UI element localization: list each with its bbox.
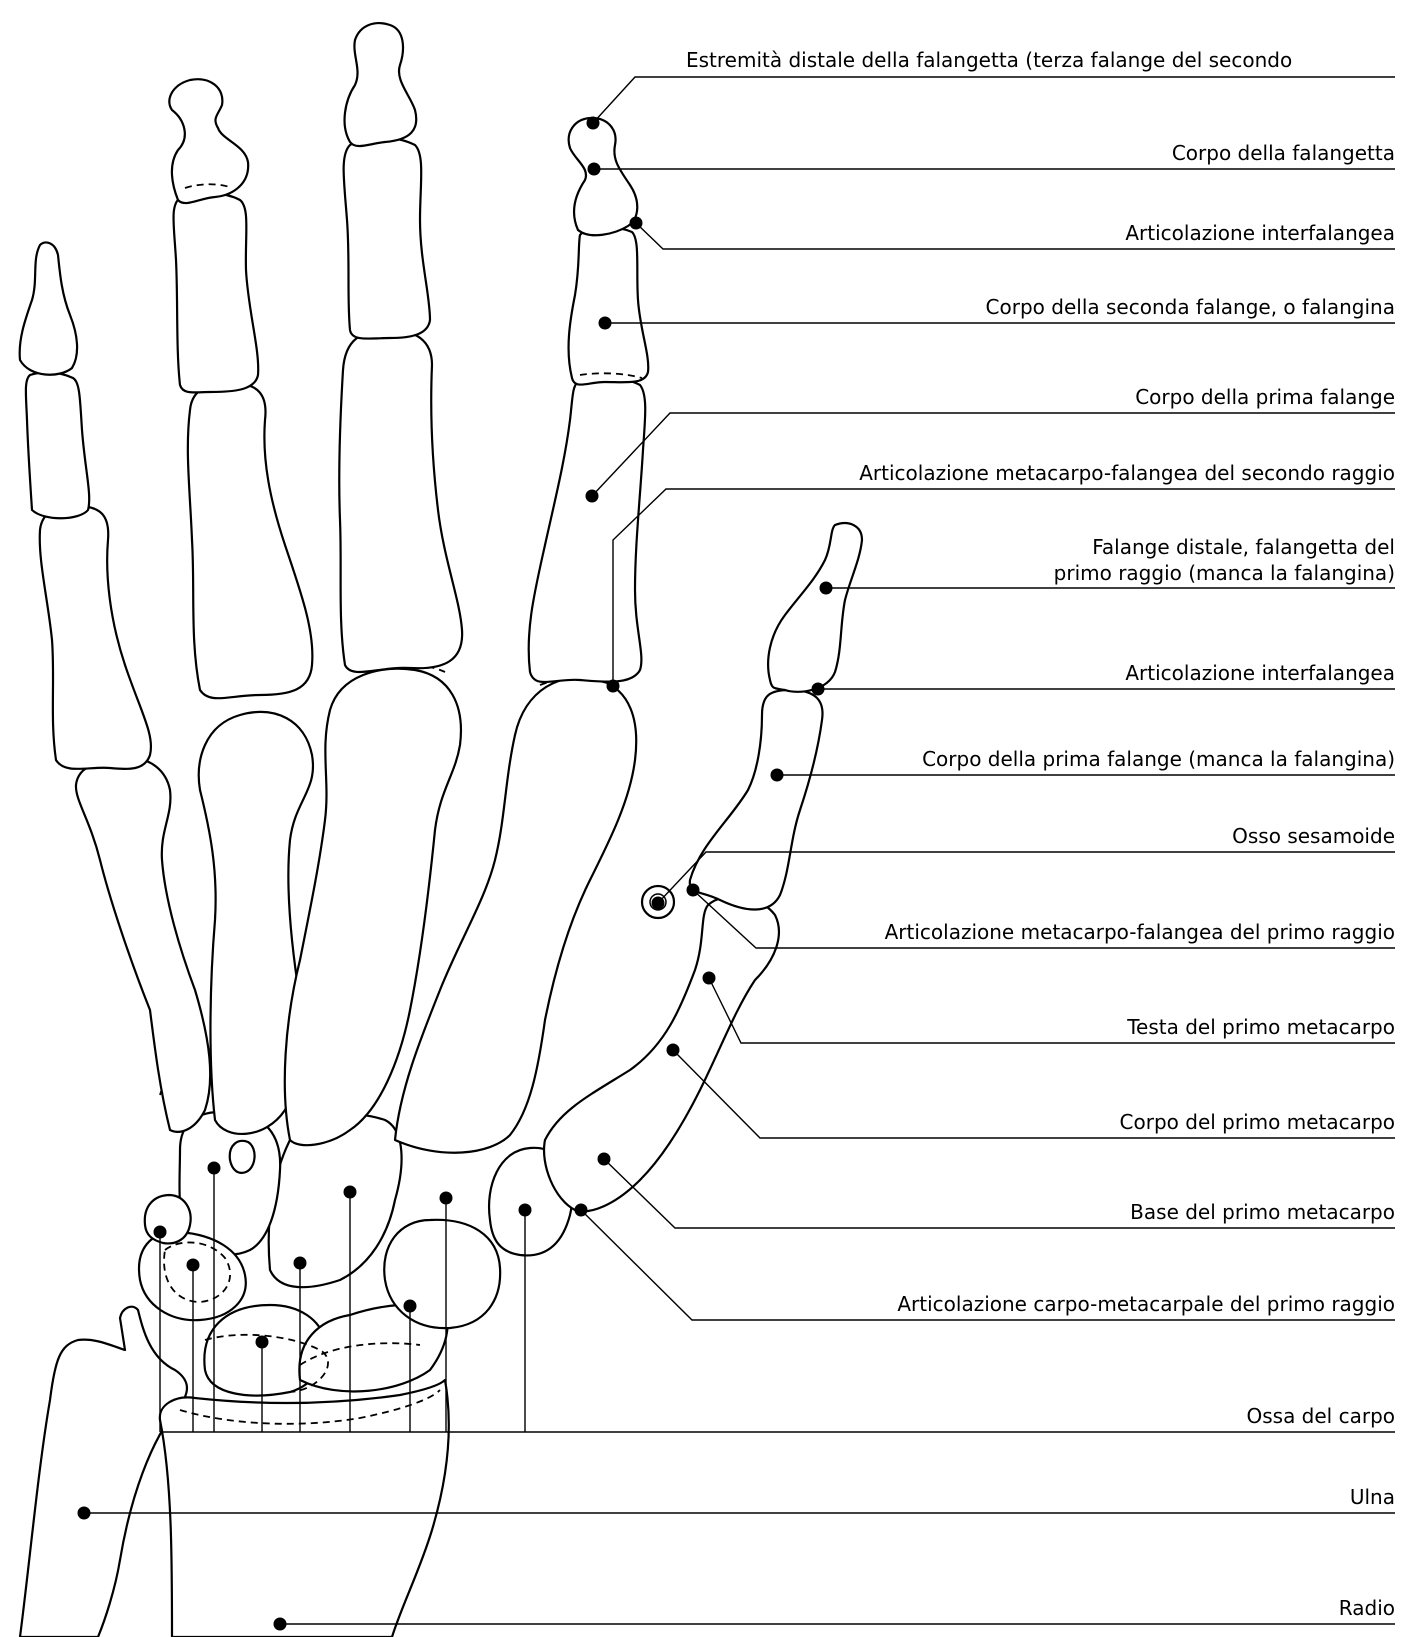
- label-body-proximal-phalanx: Corpo della prima falange: [1135, 385, 1395, 409]
- marker-dot: [208, 1162, 221, 1175]
- metacarpals: [76, 665, 636, 1153]
- label-thumb-distal-phalanx-line1: Falange distale, falangetta del: [1092, 535, 1395, 559]
- carpal-trapezium: [384, 1220, 500, 1328]
- first-metacarpal: [544, 896, 779, 1211]
- marker-dot: [588, 163, 601, 176]
- label-thumb-distal-phalanx-line2: primo raggio (manca la falangina): [1054, 561, 1395, 585]
- phalanx-2-distal: [569, 118, 638, 235]
- marker-dot: [344, 1186, 357, 1199]
- thumb-proximal-phalanx: [690, 690, 823, 910]
- thumb-distal-phalanx: [768, 523, 862, 692]
- carpal-hook-outline: [230, 1141, 255, 1173]
- marker-dot: [630, 217, 643, 230]
- marker-dot: [154, 1226, 167, 1239]
- label-sesamoid-bone: Osso sesamoide: [1232, 824, 1395, 848]
- label-body-first-metacarpal: Corpo del primo metacarpo: [1120, 1110, 1395, 1134]
- phalanx-2-middle: [569, 227, 649, 385]
- label-cmc-joint-first-ray: Articolazione carpo-metacarpale del prim…: [897, 1292, 1395, 1316]
- marker-dot: [586, 490, 599, 503]
- phalanges: [20, 23, 649, 769]
- marker-dot: [812, 683, 825, 696]
- carpal-capitate: [269, 1114, 402, 1287]
- marker-dot: [78, 1507, 91, 1520]
- label-base-first-metacarpal: Base del primo metacarpo: [1130, 1200, 1395, 1224]
- phalanx-5-distal: [20, 242, 77, 374]
- marker-dot: [256, 1336, 269, 1349]
- phalanx-5-proximal: [40, 506, 151, 769]
- marker-dot: [652, 897, 665, 910]
- phalanx-3-distal: [345, 23, 417, 146]
- marker-dot: [820, 582, 833, 595]
- label-radius: Radio: [1339, 1596, 1395, 1620]
- marker-dot: [703, 972, 716, 985]
- phalanx-3-proximal: [339, 330, 462, 672]
- label-ulna: Ulna: [1350, 1485, 1395, 1509]
- radius-bone: [160, 1380, 449, 1637]
- phalanx-4-proximal: [188, 383, 313, 698]
- label-thumb-interphalangeal-joint: Articolazione interfalangea: [1125, 661, 1395, 685]
- marker-dot: [519, 1204, 532, 1217]
- marker-dot: [440, 1192, 453, 1205]
- marker-dot: [404, 1300, 417, 1313]
- label-distal-tip-second-finger: Estremità distale della falangetta (terz…: [686, 48, 1292, 72]
- marker-dot: [187, 1259, 200, 1272]
- marker-dot: [607, 680, 620, 693]
- phalanx-3-middle: [344, 138, 430, 339]
- marker-dot: [771, 769, 784, 782]
- marker-dot: [667, 1044, 680, 1057]
- label-head-first-metacarpal: Testa del primo metacarpo: [1126, 1015, 1395, 1039]
- phalanx-5-middle: [26, 372, 89, 518]
- phalanx-4-middle: [174, 193, 259, 393]
- metacarpal-5: [76, 758, 210, 1132]
- label-thumb-proximal-phalanx: Corpo della prima falange (manca la fala…: [922, 747, 1395, 771]
- marker-dot: [599, 317, 612, 330]
- marker-dot: [587, 117, 600, 130]
- label-interphalangeal-joint: Articolazione interfalangea: [1125, 221, 1395, 245]
- marker-dot: [687, 884, 700, 897]
- label-body-middle-phalanx: Corpo della seconda falange, o falangina: [986, 295, 1395, 319]
- marker-dot: [274, 1618, 287, 1631]
- label-carpal-bones: Ossa del carpo: [1246, 1404, 1395, 1428]
- ulna-bone: [20, 1307, 187, 1637]
- carpal-pisiform: [145, 1195, 191, 1243]
- marker-dot: [294, 1257, 307, 1270]
- marker-dot: [575, 1204, 588, 1217]
- marker-dot: [598, 1153, 611, 1166]
- label-mcp-joint-first-ray: Articolazione metacarpo-falangea del pri…: [885, 920, 1395, 944]
- label-body-distal-phalanx: Corpo della falangetta: [1172, 141, 1395, 165]
- phalanx-2-proximal: [529, 377, 646, 682]
- label-mcp-joint-second-ray: Articolazione metacarpo-falangea del sec…: [859, 461, 1395, 485]
